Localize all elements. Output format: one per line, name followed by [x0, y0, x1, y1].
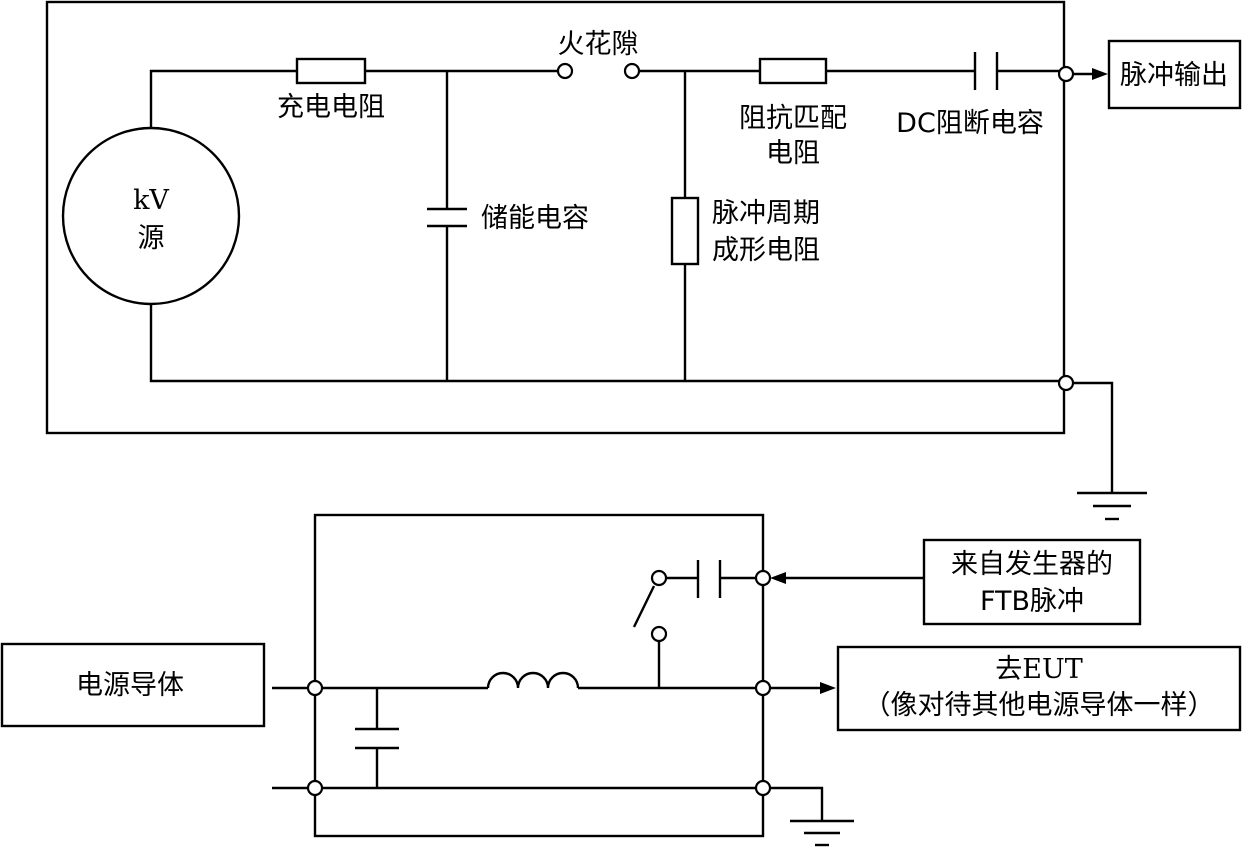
kv-source-label-source: 源 — [138, 223, 165, 254]
pulse-shaping-resistor — [670, 196, 700, 266]
to-eut-label-line2: （像对待其他电源导体一样） — [864, 690, 1215, 721]
storage-capacitor-label: 储能电容 — [481, 203, 589, 234]
pulse-output-label: 脉冲输出 — [1120, 60, 1228, 91]
charging-resistor-label: 充电电阻 — [277, 92, 385, 123]
coupling-capacitor — [666, 560, 756, 598]
storage-capacitor — [427, 71, 467, 381]
shunt-capacitor — [355, 688, 399, 788]
ground-in-terminal — [306, 779, 324, 797]
pulse-input-terminal — [754, 569, 772, 587]
pulse-output-terminal — [1057, 65, 1075, 83]
ground-out-terminal — [754, 779, 772, 797]
inductor — [486, 671, 580, 689]
impedance-resistor-label-line1: 阻抗匹配 — [739, 103, 847, 134]
return-rail — [149, 304, 1059, 383]
from-generator-label-line1: 来自发生器的 — [951, 549, 1113, 580]
spark-gap-terminal-left — [556, 62, 574, 80]
dc-blocking-capacitor-label: DC阻断电容 — [896, 108, 1044, 139]
to-eut-box — [836, 645, 1242, 732]
switch-terminal-upper — [650, 569, 668, 587]
power-conductor-label: 电源导体 — [76, 670, 184, 701]
dc-blocking-capacitor — [973, 52, 999, 90]
impedance-resistor-label-line2: 电阻 — [766, 138, 820, 169]
kv-source-label-kv: kV — [133, 185, 169, 216]
pulse-shaping-label-line1: 脉冲周期 — [712, 198, 820, 229]
to-eut-arrow — [820, 682, 836, 694]
ground-terminal-top — [1057, 374, 1075, 392]
pulse-output-box — [1107, 39, 1242, 110]
power-conductor-box — [0, 642, 266, 728]
ground-symbol-bottom — [790, 819, 854, 847]
generator-enclosure — [45, 0, 1066, 435]
spark-gap-terminal-right — [623, 62, 641, 80]
switch-blade — [632, 585, 656, 628]
power-out-terminal — [754, 679, 772, 697]
from-generator-box — [922, 538, 1142, 626]
to-eut-label-line1: 去EUT — [995, 654, 1082, 685]
pulse-output-arrow — [1092, 68, 1108, 80]
charging-resistor — [295, 57, 367, 85]
ground-symbol-top — [1077, 491, 1147, 521]
power-in-terminal — [306, 679, 324, 697]
spark-gap-label: 火花隙 — [558, 29, 639, 60]
switch-terminal-lower — [650, 625, 668, 643]
impedance-matching-resistor — [758, 57, 828, 85]
from-generator-arrow — [770, 572, 786, 584]
from-generator-label-line2: FTB脉冲 — [980, 586, 1084, 617]
top-rail-wires — [149, 69, 1060, 128]
pulse-shaping-label-line2: 成形电阻 — [712, 235, 820, 266]
